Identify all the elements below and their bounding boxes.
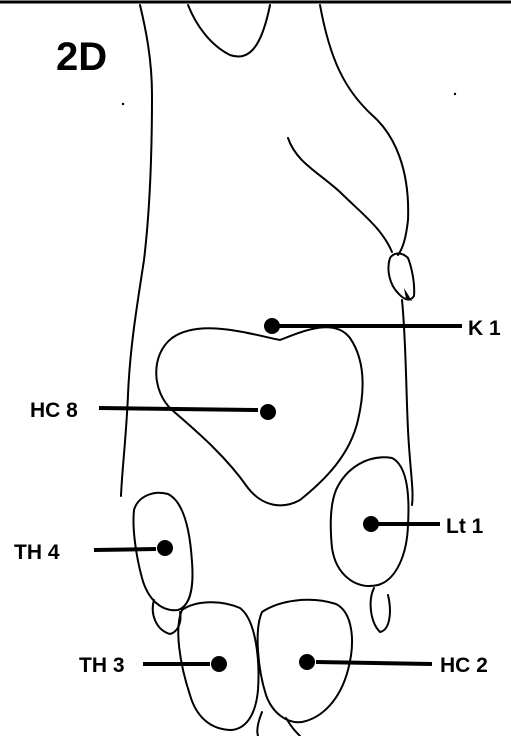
left-knuckle (153, 600, 181, 634)
point-hc2-marker (299, 654, 315, 670)
claw-left (257, 712, 262, 736)
leg-left-edge (121, 5, 152, 496)
panel-label: 2D (56, 35, 107, 79)
hc8-leader (99, 408, 258, 410)
point-th3-marker (211, 656, 227, 672)
point-k1-marker (264, 318, 280, 334)
leg-right-edge (320, 5, 408, 255)
point-th4-marker (157, 540, 173, 556)
leg-inner-fold (188, 5, 270, 57)
th4-leader (94, 549, 156, 550)
point-th4-label: TH 4 (14, 541, 60, 564)
point-hc2-label: HC 2 (440, 654, 488, 677)
speck (454, 93, 456, 95)
dewclaw (388, 254, 414, 300)
point-hc8-label: HC 8 (30, 399, 78, 422)
point-lt1-label: Lt 1 (446, 515, 484, 538)
point-th3-label: TH 3 (79, 654, 125, 677)
point-k1-label: K 1 (468, 317, 501, 340)
right-knuckle (371, 588, 390, 632)
speck (122, 103, 124, 105)
point-lt1-marker (363, 516, 379, 532)
hc2-leader (316, 662, 432, 664)
leg-crease (288, 138, 392, 252)
metacarpal-pad (156, 327, 362, 505)
point-hc8-marker (260, 404, 276, 420)
